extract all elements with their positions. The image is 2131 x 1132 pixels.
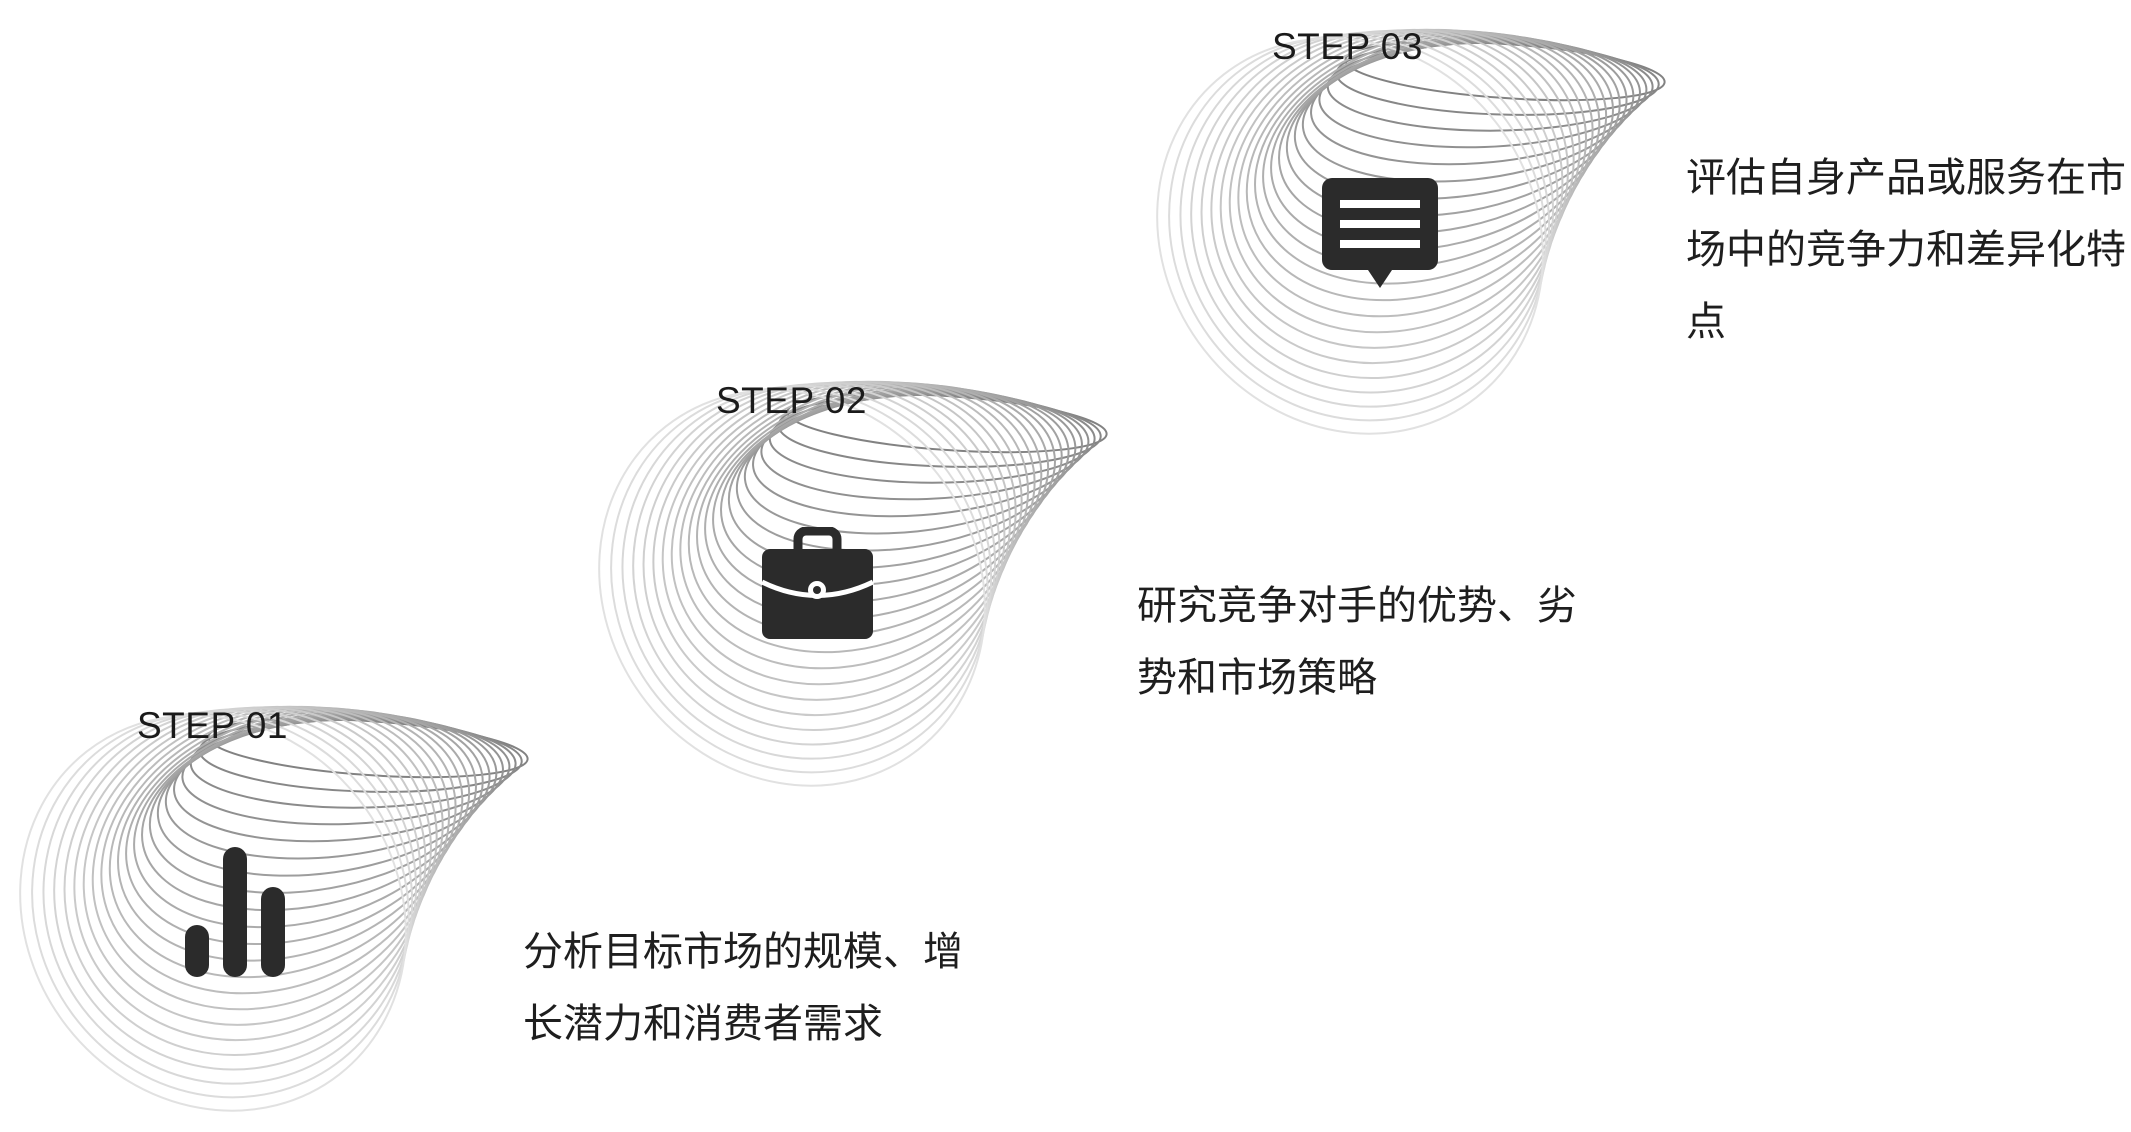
step-2-swirl-decoration [598,380,1108,787]
swirl-ring [53,708,417,1071]
swirl-ring [704,383,1043,621]
swirl-ring [1200,30,1559,380]
step-1-swirl-decoration [19,705,529,1112]
step-3-label: STEP 03 [1272,26,1423,67]
swirl-ring [1228,28,1575,334]
swirl-ring [735,388,1070,552]
step-1-description: 分析目标市场的规模、增 长潜力和消费者需求 [523,916,963,1060]
step-3-description: 评估自身产品或服务在市 场中的竞争力和差异化特 点 [1686,142,2126,358]
swirl-ring [173,716,504,843]
swirl-ring [1310,39,1641,166]
swirl-ring [148,712,484,894]
step-3-description-line: 评估自身产品或服务在市 [1686,155,2126,201]
swirl-ring [108,706,451,979]
swirl-ring [100,705,444,995]
bar-chart-icon [185,847,285,977]
step-2-description: 研究竞争对手的优势、劣 势和市场策略 [1137,570,1577,714]
step-1-description-line: 长潜力和消费者需求 [523,1001,883,1047]
swirl-ring [1278,33,1614,235]
swirl-ring [661,380,1011,701]
step-1-label: STEP 01 [137,705,288,746]
swirl-ring [1254,30,1594,285]
step-3-description-line: 场中的竞争力和差异化特 [1686,227,2126,273]
swirl-ring [727,387,1063,569]
swirl-ring [1156,37,1544,435]
swirl-ring [1210,29,1564,365]
swirl-ring [652,381,1006,717]
step-3-description-line: 点 [1686,299,1726,345]
swirl-ring [31,711,410,1099]
swirl-ring [19,714,407,1112]
swirl-ring [63,707,422,1057]
swirl-ring [610,386,989,774]
swirl-ring [141,710,477,912]
swirl-ring [1219,28,1569,349]
swirl-ring [117,707,457,962]
swirl-ring [125,708,464,946]
swirl-ring [1293,36,1628,200]
swirl-ring [1237,28,1581,318]
swirl-ring [598,389,986,787]
swirl-ring [1285,35,1621,217]
swirl-ring [696,382,1036,637]
swirl-ring [642,382,1001,732]
swirl-ring [752,391,1083,518]
step-2-description-line: 势和市场策略 [1137,655,1377,701]
swirl-ring [156,713,491,877]
swirl-ring [1262,31,1601,269]
swirl-ring [670,380,1017,686]
swirl-ring [73,706,427,1042]
step-2-label: STEP 02 [716,380,867,421]
step-1-description-line: 分析目标市场的规模、增 [523,929,963,975]
step-3-swirl-decoration [1156,28,1666,435]
swirl-ring [1245,29,1588,302]
swirl-ring [687,381,1030,654]
swirl-ring [679,380,1023,670]
swirl-ring [621,384,993,760]
swirl-ring [1179,32,1551,408]
swirl-ring [720,385,1056,587]
step-2-description-line: 研究竞争对手的优势、劣 [1137,583,1577,629]
swirl-ring [632,383,996,746]
swirl-ring [1190,31,1554,394]
swirl-ring [91,705,438,1011]
swirl-ring [42,709,414,1085]
swirl-ring [1168,34,1547,422]
swirl-ring [82,705,432,1026]
speech-bubble-icon [1322,178,1438,288]
briefcase-icon [760,527,875,639]
